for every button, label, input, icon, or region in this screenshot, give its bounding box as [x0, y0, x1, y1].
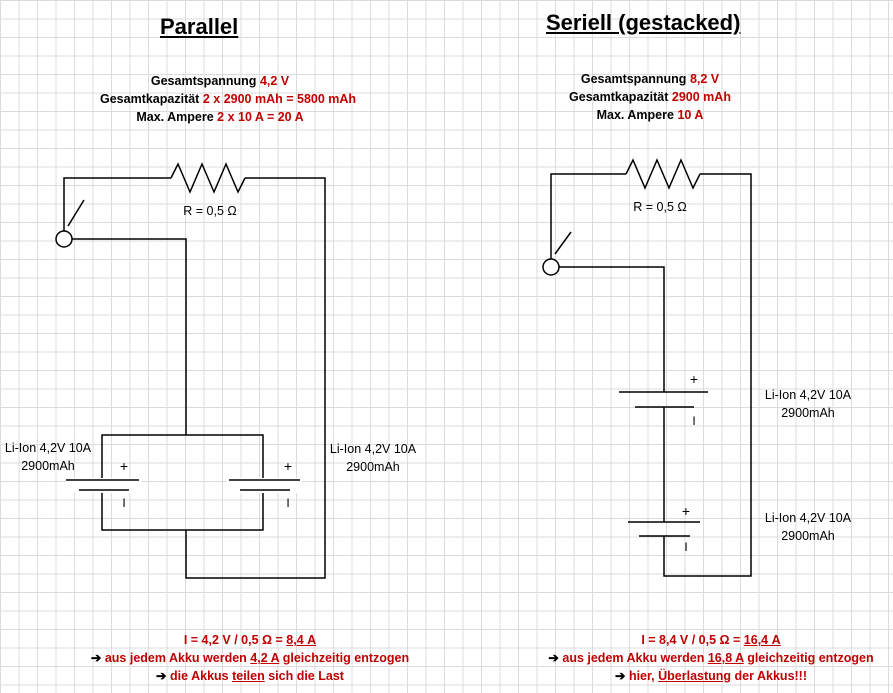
serial-wire-right	[663, 173, 752, 577]
parallel-note-1: ➔ aus jedem Akku werden 4,2 A gleichzeit…	[90, 651, 410, 665]
serial-note-2: ➔ hier, Überlastung der Akkus!!!	[614, 669, 808, 683]
parallel-battery-left-minus: I	[122, 496, 125, 510]
arrow-right-icon: ➔	[614, 669, 626, 683]
serial-battery-top-minus: I	[692, 414, 695, 428]
serial-specs: Gesamtspannung 8,2 V Gesamtkapazität 290…	[540, 70, 760, 124]
serial-spec-capacity: Gesamtkapazität 2900 mAh	[569, 90, 731, 104]
parallel-branch-box	[101, 434, 264, 531]
serial-spec-voltage: Gesamtspannung 8,2 V	[580, 72, 720, 86]
parallel-formula: I = 4,2 V / 0,5 Ω = 8,4 A	[183, 633, 317, 647]
serial-battery-top-label: Li-Ion 4,2V 10A 2900mAh	[764, 388, 852, 420]
arrow-right-icon: ➔	[90, 651, 102, 665]
serial-switch-lever	[554, 231, 572, 255]
parallel-note-2: ➔ die Akkus teilen sich die Last	[156, 669, 344, 683]
parallel-battery-left-label: Li-Ion 4,2V 10A 2900mAh	[4, 441, 92, 473]
serial-wire-top-left	[550, 173, 626, 260]
serial-battery-top-plus: +	[690, 371, 698, 387]
parallel-resistor	[170, 162, 246, 194]
parallel-spec-capacity: Gesamtkapazität 2 x 2900 mAh = 5800 mAh	[100, 92, 357, 106]
serial-note-1: ➔ aus jedem Akku werden 16,8 A gleichzei…	[548, 651, 874, 665]
serial-battery-bottom-minus: I	[684, 540, 687, 554]
parallel-battery-right-plus: +	[284, 458, 292, 474]
serial-spec-ampere: Max. Ampere 10 A	[596, 108, 704, 122]
serial-battery-bottom-label: Li-Ion 4,2V 10A 2900mAh	[764, 511, 852, 543]
serial-resistor	[625, 158, 701, 190]
parallel-spec-ampere: Max. Ampere 2 x 10 A = 20 A	[136, 110, 304, 124]
serial-circuit	[542, 158, 752, 577]
parallel-circuit	[55, 162, 326, 579]
serial-switch-contact	[542, 258, 560, 276]
arrow-right-icon: ➔	[548, 651, 559, 665]
parallel-switch-contact	[55, 230, 73, 248]
serial-resistor-label: R = 0,5 Ω	[633, 200, 687, 214]
parallel-title: Parallel	[160, 14, 239, 39]
parallel-wire-switch	[72, 238, 187, 435]
parallel-battery-left-plus: +	[120, 458, 128, 474]
serial-battery-bottom-plus: +	[682, 503, 690, 519]
parallel-battery-right-label: Li-Ion 4,2V 10A 2900mAh	[329, 442, 417, 474]
parallel-wire-right	[185, 177, 326, 579]
arrow-right-icon: ➔	[156, 669, 167, 683]
serial-wire-switch	[559, 266, 665, 392]
parallel-wire-top-left	[63, 177, 171, 233]
serial-formula: I = 8,4 V / 0,5 Ω = 16,4 A	[641, 633, 781, 647]
parallel-battery-right-minus: I	[286, 496, 289, 510]
serial-calculation: I = 8,4 V / 0,5 Ω = 16,4 A ➔ aus jedem A…	[530, 631, 892, 685]
serial-title: Seriell (gestacked)	[546, 10, 741, 35]
parallel-specs: Gesamtspannung 4,2 V Gesamtkapazität 2 x…	[100, 72, 357, 126]
parallel-calculation: I = 4,2 V / 0,5 Ω = 8,4 A ➔ aus jedem Ak…	[60, 631, 440, 685]
parallel-spec-voltage: Gesamtspannung 4,2 V	[150, 74, 290, 88]
parallel-resistor-label: R = 0,5 Ω	[183, 204, 237, 218]
parallel-switch-lever	[67, 199, 85, 227]
